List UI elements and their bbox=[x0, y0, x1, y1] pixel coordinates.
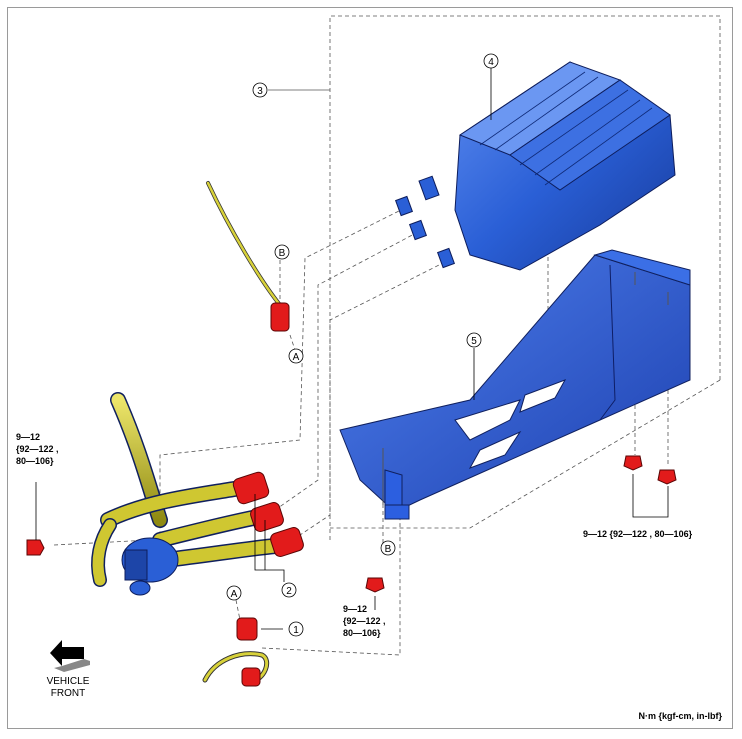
svg-text:B: B bbox=[385, 544, 392, 555]
svg-text:A: A bbox=[231, 589, 238, 600]
svg-text:1: 1 bbox=[293, 625, 299, 636]
callout-2: 2 bbox=[281, 582, 297, 598]
torque-spec-right: 9—12 {92—122 , 80—106} bbox=[583, 529, 693, 539]
push-clips bbox=[26, 455, 677, 593]
purge-solenoid-valve bbox=[121, 537, 179, 596]
svg-text:N·m {kgf-cm, in-lbf}: N·m {kgf-cm, in-lbf} bbox=[638, 711, 722, 721]
svg-text:4: 4 bbox=[488, 57, 494, 68]
svg-text:9—12 {92—122 , 80—106}: 9—12 {92—122 , 80—106} bbox=[583, 529, 693, 539]
svg-text:A: A bbox=[293, 352, 300, 363]
vehicle-front-arrow-icon bbox=[50, 640, 90, 672]
units-legend: N·m {kgf-cm, in-lbf} bbox=[638, 711, 722, 721]
charcoal-canister bbox=[394, 61, 676, 271]
svg-text:{92—122 ,: {92—122 , bbox=[343, 616, 386, 626]
svg-text:80—106}: 80—106} bbox=[343, 628, 381, 638]
callout-5: 5 bbox=[466, 332, 482, 348]
canister-assembly-outline bbox=[268, 15, 721, 540]
svg-text:VEHICLE: VEHICLE bbox=[47, 676, 90, 687]
vehicle-front-label: VEHICLE FRONT bbox=[47, 676, 90, 699]
letter-a-lower: A bbox=[226, 585, 242, 601]
bracket-studs bbox=[382, 272, 669, 505]
callout-leaders bbox=[35, 68, 669, 630]
callout-1: 1 bbox=[288, 621, 304, 637]
svg-text:B: B bbox=[279, 248, 286, 259]
torque-spec-center: 9—12 {92—122 , 80—106} bbox=[343, 604, 386, 638]
hose-quick-connectors bbox=[232, 302, 304, 687]
canister-bracket bbox=[339, 249, 691, 520]
letter-b-lower: B bbox=[380, 540, 396, 556]
letter-b-upper: B bbox=[274, 244, 290, 260]
evaporative-hoses bbox=[91, 181, 293, 685]
callout-3: 3 bbox=[252, 82, 268, 98]
svg-text:2: 2 bbox=[286, 586, 292, 597]
svg-text:9—12: 9—12 bbox=[16, 432, 40, 442]
svg-text:FRONT: FRONT bbox=[51, 688, 85, 699]
torque-spec-left: 9—12 {92—122 , 80—106} bbox=[16, 432, 59, 466]
callout-4: 4 bbox=[483, 53, 499, 69]
svg-text:5: 5 bbox=[471, 336, 477, 347]
svg-text:3: 3 bbox=[257, 86, 263, 97]
svg-text:9—12: 9—12 bbox=[343, 604, 367, 614]
diagram-frame bbox=[7, 7, 733, 729]
svg-text:80—106}: 80—106} bbox=[16, 456, 54, 466]
letter-a-upper: A bbox=[288, 348, 304, 364]
svg-text:{92—122 ,: {92—122 , bbox=[16, 444, 59, 454]
